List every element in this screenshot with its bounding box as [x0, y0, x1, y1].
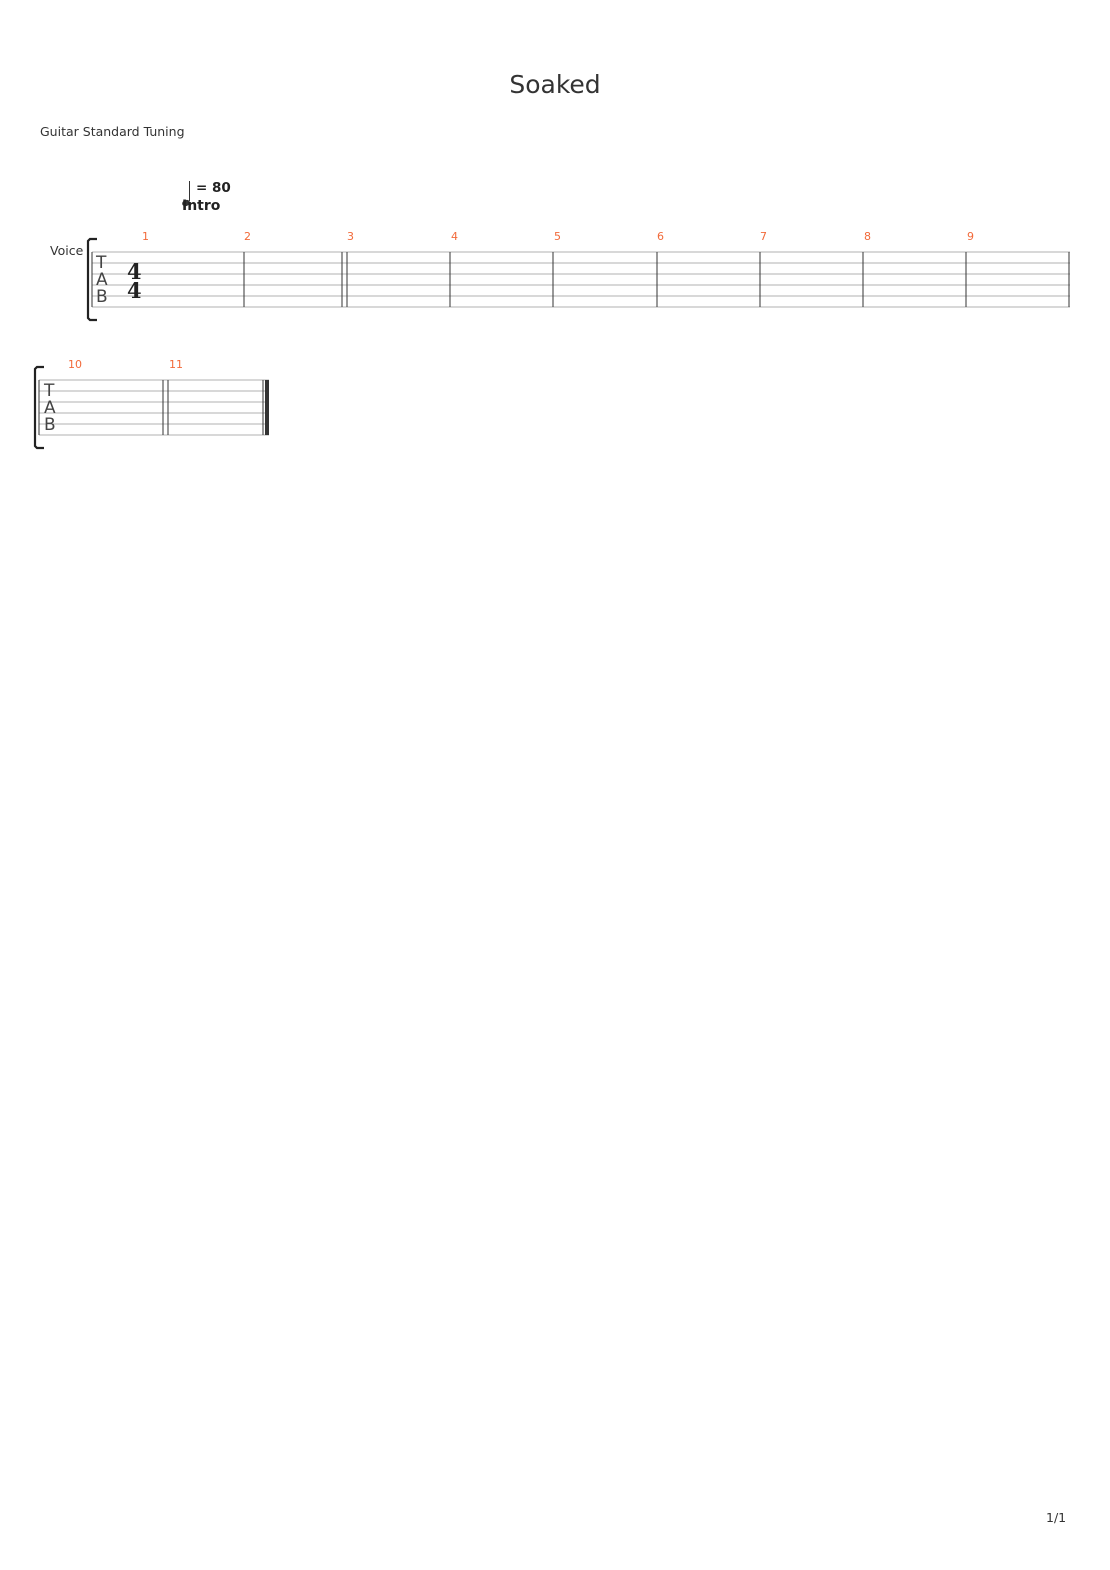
tab-clef-t: T [43, 381, 55, 401]
time-signature-denominator: 4 [127, 278, 142, 303]
barlines [38, 380, 269, 435]
quarter-note-icon-stem [189, 181, 190, 201]
bar-number: 8 [864, 230, 871, 243]
barlines [91, 252, 1070, 307]
bar-number: 6 [657, 230, 664, 243]
system-bracket [86, 237, 97, 322]
song-title: Soaked [509, 70, 601, 99]
bar-number: 9 [967, 230, 974, 243]
bar-numbers: 1 2 3 4 5 6 7 8 9 [142, 230, 974, 243]
tab-staff-lines [92, 251, 1070, 308]
tempo-marking: = 80 [196, 180, 231, 196]
tab-staff-lines [39, 379, 269, 436]
page-number: 1/1 [1046, 1510, 1067, 1525]
bar-number: 1 [142, 230, 149, 243]
time-signature-numerator: 4 [127, 259, 142, 284]
system-1: 1 2 3 4 5 6 7 8 9 T A B 4 4 [86, 230, 1070, 322]
bar-number: 3 [347, 230, 354, 243]
bar-number: 7 [760, 230, 767, 243]
tab-clef-b: B [96, 287, 108, 307]
tab-clef-a: A [96, 270, 108, 290]
tab-clef-t: T [95, 253, 107, 273]
system-bracket [33, 365, 44, 450]
final-barline [265, 380, 269, 435]
tab-clef-a: A [44, 398, 56, 418]
bar-number: 4 [451, 230, 458, 243]
bar-number: 11 [169, 358, 183, 371]
system-2: 10 11 T A B [33, 358, 269, 450]
tuning-label: Guitar Standard Tuning [40, 124, 185, 139]
bar-number: 5 [554, 230, 561, 243]
track-name: Voice [50, 243, 84, 258]
section-marker: Intro [182, 198, 221, 214]
bar-number: 10 [68, 358, 82, 371]
tab-clef-b: B [44, 415, 56, 435]
bar-numbers: 10 11 [68, 358, 183, 371]
bar-number: 2 [244, 230, 251, 243]
